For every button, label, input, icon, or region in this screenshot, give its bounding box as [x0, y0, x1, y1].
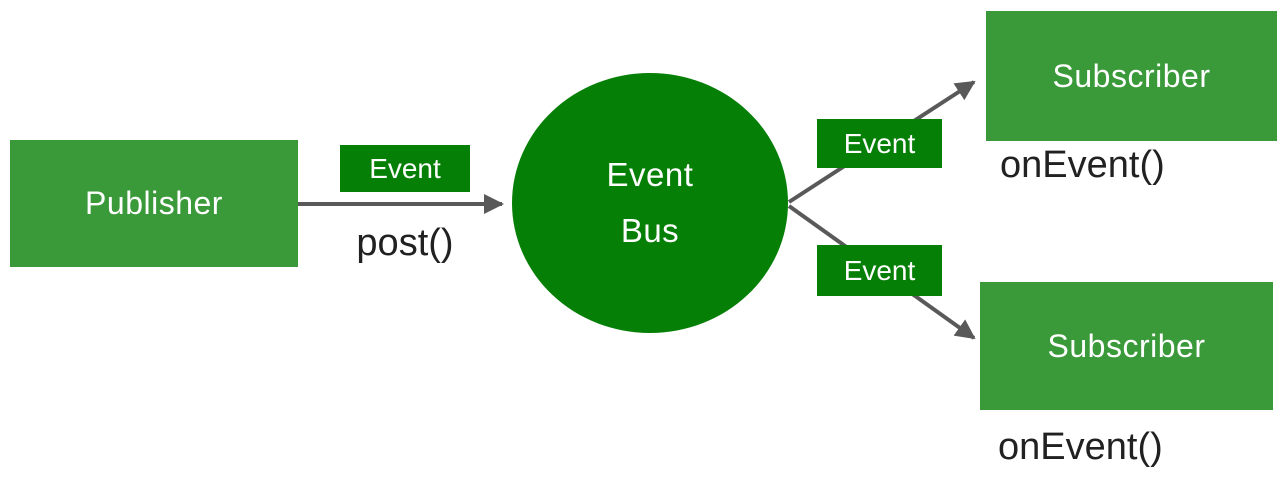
event-tag-subscriber-2: Event	[817, 245, 942, 296]
event-tag-post-label: Event	[369, 152, 441, 184]
subscriber-box-2: Subscriber	[980, 282, 1273, 410]
bus-label-line1: Event	[606, 156, 694, 193]
onevent-method-label-2: onEvent()	[998, 426, 1163, 468]
publisher-box: Publisher	[10, 140, 298, 267]
bus-label-line2: Bus	[620, 212, 680, 249]
onevent-method-label-1: onEvent()	[1000, 144, 1165, 186]
subscriber-box-1: Subscriber	[986, 11, 1277, 141]
post-method-label: post()	[356, 222, 454, 264]
publisher-label: Publisher	[85, 185, 223, 221]
event-bus-circle: Event Bus	[512, 73, 788, 333]
event-tag-subscriber-1: Event	[817, 119, 942, 168]
event-tag-post: Event	[340, 145, 470, 192]
event-tag-subscriber-1-label: Event	[843, 127, 916, 159]
subscriber-1-label: Subscriber	[1052, 57, 1211, 94]
subscriber-2-label: Subscriber	[1047, 327, 1206, 364]
event-tag-subscriber-2-label: Event	[843, 254, 916, 286]
